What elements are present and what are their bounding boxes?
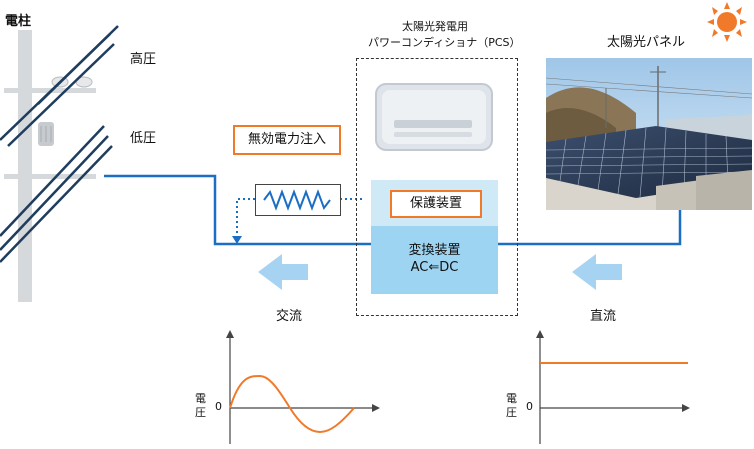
pcs-frame [356, 58, 518, 316]
converter-label-line2: AC⇐DC [410, 260, 459, 275]
utility-pole-illustration [0, 25, 119, 302]
dc-y-arrowhead-icon [536, 330, 544, 338]
converter-label-line1: 変換装置 [408, 243, 461, 258]
pcs-unit-icon [375, 83, 493, 151]
converter-label: 変換装置 AC⇐DC [371, 242, 498, 276]
ac-label: 交流 [276, 309, 303, 324]
ac-sine-wave [229, 374, 355, 434]
ac-graph-zero: 0 [215, 400, 222, 413]
sun-icon [707, 2, 747, 42]
dc-power-line [498, 210, 682, 246]
ac-y-arrowhead-icon [226, 330, 234, 338]
ac-graph-ylabel: 電圧 [195, 392, 206, 419]
protection-device-label: 保護装置 [390, 190, 482, 218]
reactive-power-label: 無効電力注入 [233, 125, 341, 155]
dc-flow-arrow-icon [572, 254, 622, 290]
converter-zone [371, 226, 498, 294]
pcs-subtitle: パワーコンディショナ（PCS） [368, 36, 521, 49]
dc-voltage-graph [536, 330, 690, 444]
dc-graph-ylabel: 電圧 [506, 392, 517, 419]
pcs-title: 太陽光発電用 [402, 20, 468, 33]
low-voltage-label: 低圧 [130, 131, 157, 146]
dc-graph-zero: 0 [526, 400, 533, 413]
reactive-arrowhead-icon [232, 236, 242, 244]
solar-panel-label: 太陽光パネル [607, 35, 686, 50]
pole-label: 電柱 [5, 14, 32, 29]
solar-panel-photo [546, 58, 752, 210]
ac-x-arrowhead-icon [372, 404, 380, 412]
high-voltage-label: 高圧 [130, 52, 157, 67]
ac-voltage-graph [226, 330, 380, 444]
dc-label: 直流 [590, 309, 617, 324]
ac-flow-arrow-icon [258, 254, 308, 290]
low-voltage-crossarm [4, 174, 96, 179]
ac-power-line [104, 174, 371, 246]
dc-x-arrowhead-icon [682, 404, 690, 412]
impedance-box [255, 184, 341, 216]
impedance-zigzag-icon [263, 189, 331, 211]
